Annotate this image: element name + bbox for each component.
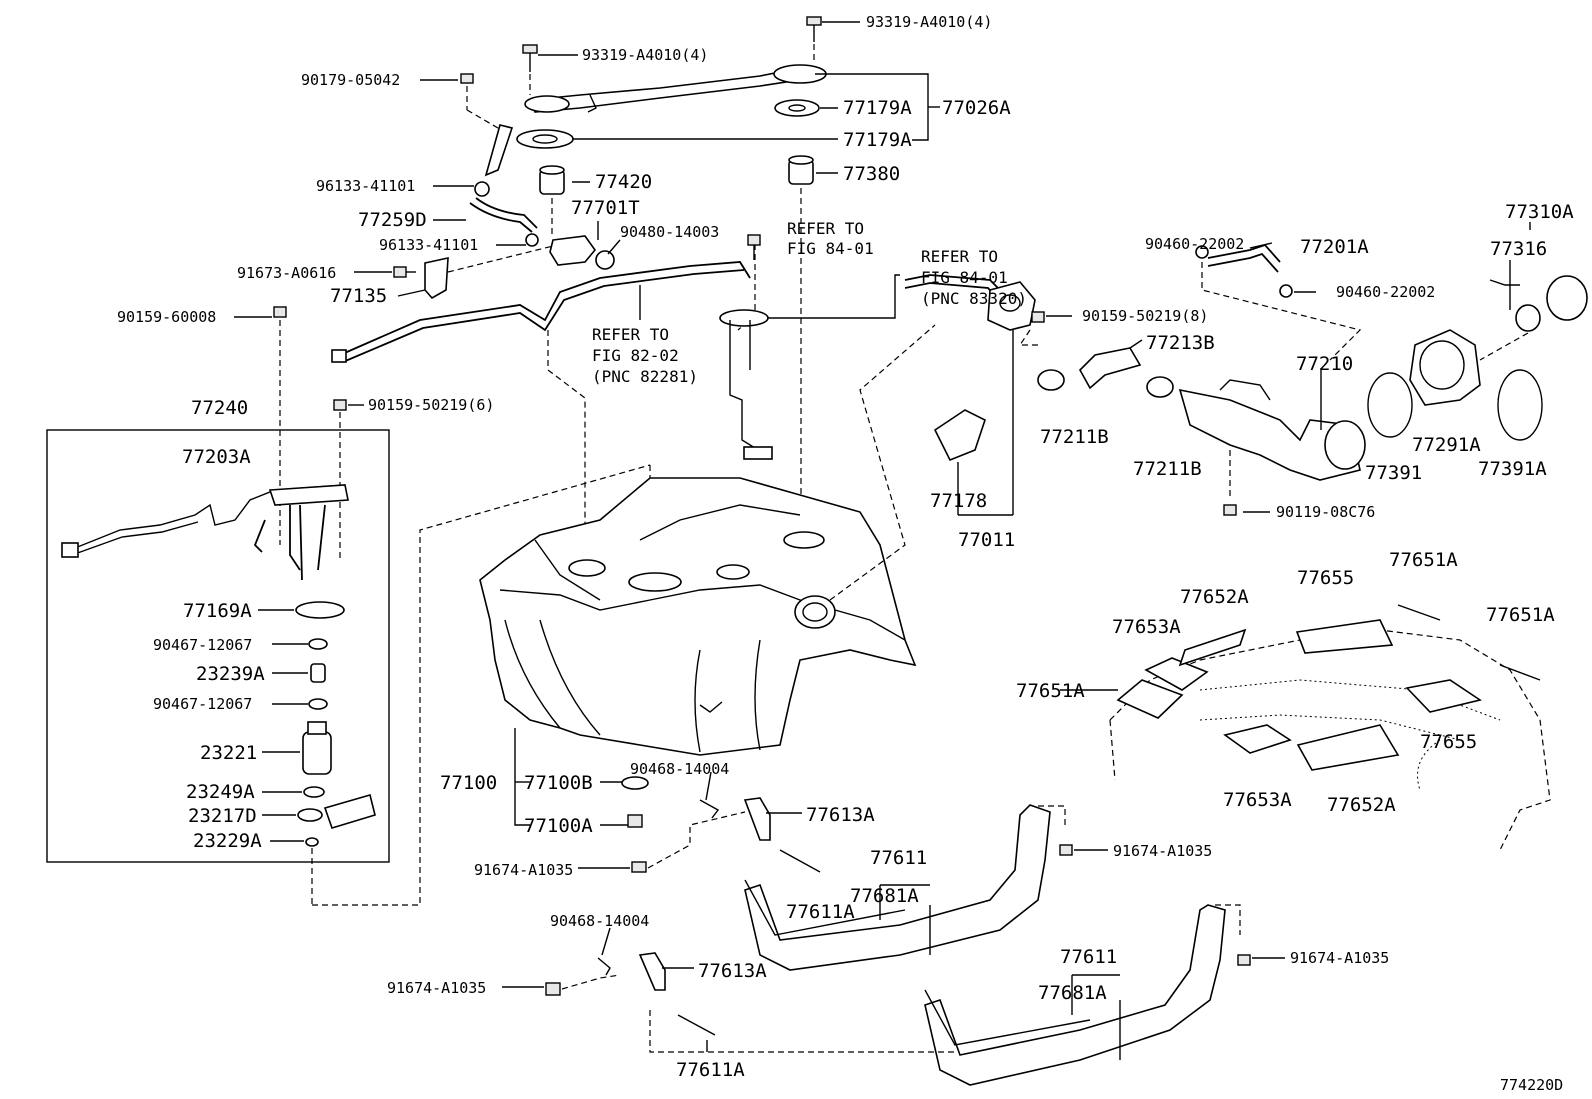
ref-fig84-a-line1: REFER TO [787,219,864,238]
label-96133-b: 96133-41101 [379,236,478,254]
tank-hardware-drawing [621,776,649,828]
label-23239A: 23239A [196,663,265,685]
label-90159-50219-8: 90159-50219(8) [1082,307,1208,325]
fuel-sender-drawing [719,234,773,460]
label-77611A-a: 77611A [786,901,855,923]
label-23229A: 23229A [193,830,262,852]
label-77135: 77135 [330,285,387,307]
label-90460-b: 90460-22002 [1336,283,1435,301]
label-90159-60008: 90159-60008 [117,308,216,326]
label-77259D: 77259D [358,209,427,231]
fuel-pump-assembly-box [46,306,651,906]
label-77611-b: 77611 [1060,946,1117,968]
ref-fig84-a-line2: FIG 84-01 [787,239,874,258]
label-77651A-a: 77651A [1389,549,1458,571]
label-77100B: 77100B [524,772,593,794]
label-90159-50219-6: 90159-50219(6) [368,396,494,414]
label-77179A-a: 77179A [843,97,912,119]
label-77391: 77391 [1365,462,1422,484]
label-77613A-b: 77613A [698,960,767,982]
label-96133-a: 96133-41101 [316,177,415,195]
label-77240: 77240 [191,397,248,419]
label-77179A-b: 77179A [843,129,912,151]
part-labels: 93319-A4010(4) 93319-A4010(4) 90179-0504… [117,13,1574,1094]
label-77291A: 77291A [1412,434,1481,456]
label-93319-top: 93319-A4010(4) [866,13,992,31]
label-77169A: 77169A [183,600,252,622]
label-90468-a: 90468-14004 [630,760,729,778]
label-77380: 77380 [843,163,900,185]
fuel-tank-drawing [479,324,936,826]
tank-straps-drawing [545,797,1251,1086]
label-77681A-a: 77681A [850,885,919,907]
label-90179: 90179-05042 [301,71,400,89]
label-91674-d: 91674-A1035 [1290,949,1389,967]
label-91674-c: 91674-A1035 [387,979,486,997]
label-77611-a: 77611 [870,847,927,869]
label-77026A: 77026A [942,97,1011,119]
label-77611A-b: 77611A [676,1059,745,1081]
label-90119: 90119-08C76 [1276,503,1375,521]
label-77201A: 77201A [1300,236,1369,258]
figure-id: 774220D [1500,1076,1563,1094]
label-77211B-b: 77211B [1133,458,1202,480]
label-77653A-b: 77653A [1223,789,1292,811]
label-77203A: 77203A [182,446,251,468]
label-91673: 91673-A0616 [237,264,336,282]
label-91674-a: 91674-A1035 [474,861,573,879]
label-leaders [234,21,1531,1052]
label-77701T: 77701T [571,197,640,219]
label-77100A: 77100A [524,815,593,837]
label-77653A-a: 77653A [1112,616,1181,638]
label-23221: 23221 [200,742,257,764]
label-93319-left: 93319-A4010(4) [582,46,708,64]
label-77211B-a: 77211B [1040,426,1109,448]
label-90467-a: 90467-12067 [153,636,252,654]
ref-fig84-b-line1: REFER TO [921,247,998,266]
label-23217D: 23217D [188,805,257,827]
ref-fig84-b-line3: (PNC 83320) [921,289,1027,308]
label-77651A-c: 77651A [1016,680,1085,702]
label-90467-b: 90467-12067 [153,695,252,713]
label-77681A-b: 77681A [1038,982,1107,1004]
label-77316: 77316 [1490,238,1547,260]
label-77655-a: 77655 [1297,567,1354,589]
label-77210: 77210 [1296,353,1353,375]
insulator-drawing [1109,604,1551,851]
label-23249A: 23249A [186,781,255,803]
label-77178: 77178 [930,490,987,512]
label-77391A: 77391A [1478,458,1547,480]
label-77652A-b: 77652A [1327,794,1396,816]
label-77011: 77011 [958,529,1015,551]
ref-fig82-line2: FIG 82-02 [592,346,679,365]
label-77655-b: 77655 [1420,731,1477,753]
label-90480: 90480-14003 [620,223,719,241]
label-77100: 77100 [440,772,497,794]
ref-fig84-b-line2: FIG 84-01 [921,268,1008,287]
label-77310A: 77310A [1505,201,1574,223]
label-91674-b: 91674-A1035 [1113,842,1212,860]
label-77651A-b: 77651A [1486,604,1555,626]
label-90460-a: 90460-22002 [1145,235,1244,253]
label-77420: 77420 [595,171,652,193]
filler-neck-drawing [904,243,1588,516]
vent-assembly-drawing [331,16,827,560]
ref-fig82-line3: (PNC 82281) [592,367,698,386]
ref-fig82-line1: REFER TO [592,325,669,344]
label-90468-b: 90468-14004 [550,912,649,930]
label-77652A-a: 77652A [1180,586,1249,608]
label-77613A-a: 77613A [806,804,875,826]
label-77213B: 77213B [1146,332,1215,354]
